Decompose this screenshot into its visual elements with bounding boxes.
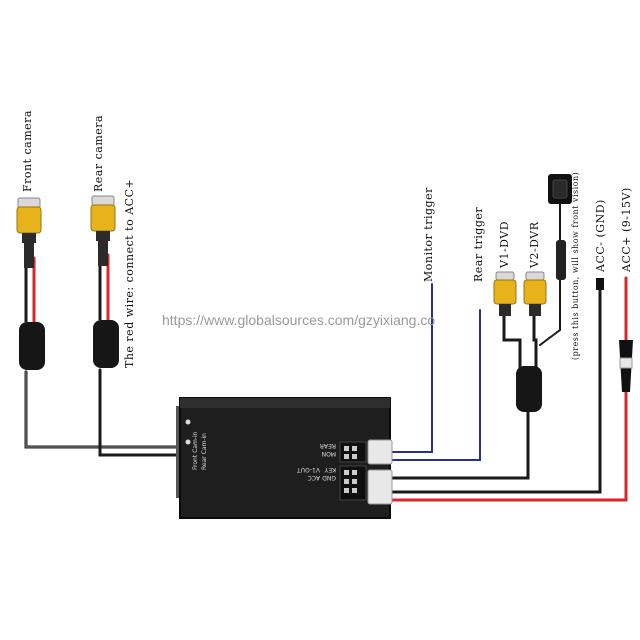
front-camera-label: Front camera	[21, 110, 34, 192]
red-wire-label: The red wire: connect to ACC+	[123, 179, 136, 368]
wires	[24, 199, 628, 502]
button-note-label: (press this button, will show front visi…	[571, 172, 580, 360]
rear-camera-cable	[98, 368, 182, 457]
port-label-front-cam-in: Front Cam-in	[192, 431, 199, 470]
port-label-gnd: GND	[322, 474, 336, 481]
video-output-cable	[390, 408, 530, 480]
acc-plus-label: ACC+ (9-15V)	[620, 187, 633, 273]
rear-camera-inline-boot	[93, 320, 119, 368]
power-plug	[367, 469, 393, 505]
front-camera-cable	[24, 370, 182, 449]
monitor-trigger-label: Monitor trigger	[422, 187, 435, 282]
acc-minus-wire	[390, 283, 602, 494]
rear-camera-label: Rear camera	[92, 115, 105, 192]
v2-dvr-connector	[523, 271, 547, 316]
front-camera-connector	[16, 197, 45, 370]
port-label-key: KEY	[324, 466, 336, 473]
video-splitter-boot	[516, 366, 542, 412]
monitor-trigger-wire	[391, 283, 433, 453]
rear-trigger-label: Rear trigger	[472, 207, 485, 282]
front-camera-inline-boot	[19, 322, 45, 370]
acc-minus-plug	[596, 278, 604, 290]
front-vision-button	[548, 174, 572, 280]
port-label-v1-out: V1-OUT	[297, 466, 320, 473]
port-label-rear-cam-in: Rear Cam-in	[201, 433, 208, 470]
acc-minus-label: ACC- (GND)	[594, 199, 607, 273]
rear-trigger-wire	[391, 309, 481, 461]
rear-camera-connector	[90, 195, 119, 368]
port-label-rear: REAR	[320, 442, 336, 449]
control-box: REAR MON KEY V1-OUT GND ACC Front Cam-in…	[176, 397, 393, 519]
port-label-acc: ACC	[308, 474, 320, 481]
watermark: https://www.globalsources.com/gzyixiang.…	[162, 312, 435, 328]
port-label-mon: MON	[322, 450, 336, 457]
v1-dvd-connector	[493, 271, 517, 316]
trigger-plug	[367, 439, 393, 465]
v2-dvr-label: V2-DVR	[528, 221, 541, 269]
v1-dvd-label: V1-DVD	[498, 221, 511, 269]
fuse-holder	[619, 340, 633, 392]
